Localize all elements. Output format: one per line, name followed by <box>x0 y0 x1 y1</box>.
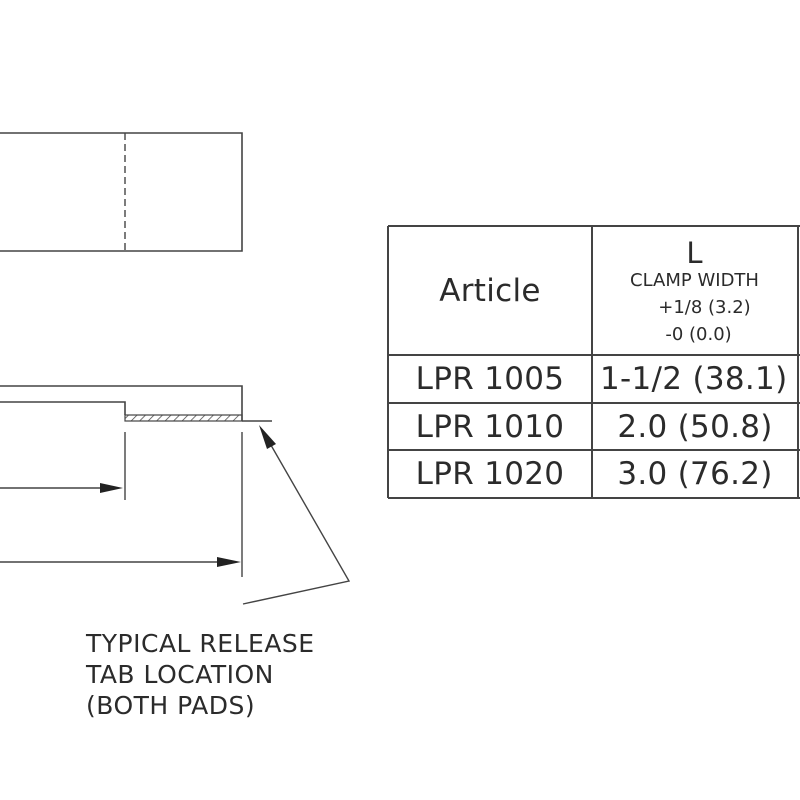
table-row-width: 1-1/2 (38.1) <box>600 355 800 403</box>
arrowhead <box>100 483 123 493</box>
header-clamp-label: CLAMP WIDTH <box>630 270 759 291</box>
header-l-label: L <box>686 236 703 270</box>
note-line-1: TYPICAL RELEASE <box>86 629 315 658</box>
note-line-3: (BOTH PADS) <box>86 691 256 720</box>
table-row-article: LPR 1020 <box>388 450 592 498</box>
width-cell: 3.0 (76.2) <box>617 456 773 492</box>
arrowhead <box>217 557 241 567</box>
header-clamp-width: L CLAMP WIDTH +1/8 (3.2) -0 (0.0) <box>592 226 798 355</box>
pad-top-view <box>0 132 243 252</box>
article-cell: LPR 1010 <box>415 408 565 445</box>
header-tolerance-minus: -0 (0.0) <box>665 324 732 345</box>
note-line-2: TAB LOCATION <box>86 660 274 689</box>
leader-line <box>242 425 351 605</box>
table-row-article: LPR 1005 <box>388 355 592 403</box>
release-tab-note: TYPICAL RELEASE TAB LOCATION (BOTH PADS) <box>86 628 315 721</box>
dimension-lines <box>0 432 243 577</box>
header-article: Article <box>388 226 592 355</box>
width-cell: 1-1/2 (38.1) <box>600 361 788 397</box>
article-cell: LPR 1005 <box>415 361 565 397</box>
table-row-width: 3.0 (76.2) <box>592 450 798 498</box>
table-row-width: 2.0 (50.8) <box>592 403 798 450</box>
width-cell: 2.0 (50.8) <box>617 408 773 445</box>
header-article-label: Article <box>439 272 541 309</box>
article-cell: LPR 1020 <box>415 456 565 492</box>
release-tab-hatch <box>124 414 243 422</box>
table-row-article: LPR 1010 <box>388 403 592 450</box>
table-grid <box>387 225 800 499</box>
pad-side-view <box>0 385 272 422</box>
clamp-width-table: Article L CLAMP WIDTH +1/8 (3.2) -0 (0.0… <box>388 226 800 498</box>
arrowhead <box>259 425 276 449</box>
header-tolerance-plus: +1/8 (3.2) <box>658 297 751 318</box>
